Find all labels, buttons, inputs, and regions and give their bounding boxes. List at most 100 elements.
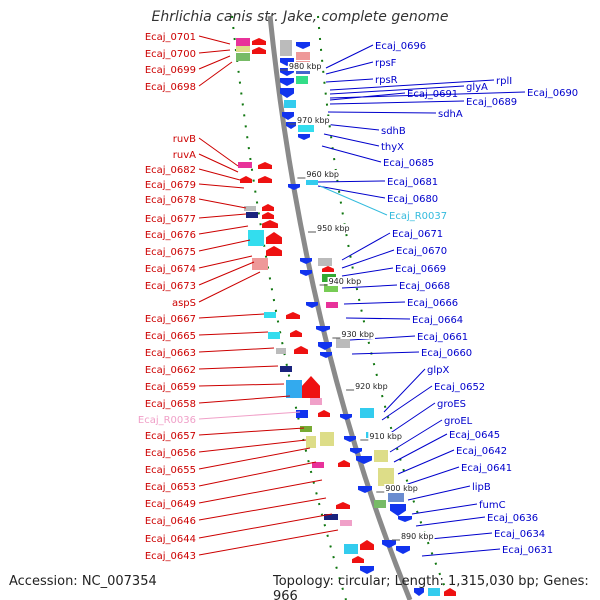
reverse-gene-arrow [286, 122, 296, 129]
forward-gene-arrow [252, 47, 266, 54]
right-label-connector [341, 284, 398, 289]
gene-block [280, 366, 292, 372]
kbp-tick-backdrop [368, 432, 403, 441]
right-label-connector [393, 433, 448, 463]
gene-label-ecaj-0657: Ecaj_0657 [145, 431, 196, 442]
right-label-connector [323, 123, 380, 131]
left-label-connector [198, 497, 327, 521]
left-label-connector [198, 313, 265, 319]
gene-label-thyx: thyX [381, 142, 404, 153]
kbp-tick-backdrop [316, 224, 351, 233]
gene-label-ecaj-0678: Ecaj_0678 [145, 195, 196, 206]
gene-label-ecaj-0664: Ecaj_0664 [412, 315, 463, 326]
kbp-tick-label: 930 kbp [341, 330, 374, 339]
left-label-connector [198, 239, 251, 252]
left-label-connector [198, 255, 253, 269]
tick-track [231, 15, 451, 600]
right-label-connector [349, 335, 416, 341]
forward-gene-arrow [252, 38, 266, 45]
gene-label-ecaj-0671: Ecaj_0671 [392, 229, 443, 240]
gene-block [324, 514, 338, 520]
forward-gene-arrow [294, 346, 308, 354]
left-label-connector [198, 61, 233, 87]
gene-block [246, 212, 258, 218]
gene-label-asps: aspS [172, 298, 196, 309]
right-label-connector [329, 100, 465, 105]
gene-block [236, 38, 250, 46]
forward-gene-arrow [262, 204, 274, 211]
right-label-connector [385, 402, 436, 437]
gene-label-ecaj-0700: Ecaj_0700 [145, 49, 196, 60]
forward-gene-arrow [444, 588, 456, 596]
forward-gene-arrow [258, 176, 272, 183]
topology-summary: Topology: circular; Length: 1,315,030 bp… [273, 574, 589, 600]
gene-label-ecaj-0652: Ecaj_0652 [434, 382, 485, 393]
right-label-connector [317, 185, 386, 199]
gene-label-ecaj-0690: Ecaj_0690 [527, 88, 578, 99]
gene-label-ecaj-0699: Ecaj_0699 [145, 65, 196, 76]
left-label-connector [198, 137, 239, 167]
right-label-connector [321, 145, 382, 163]
gene-label-ruva: ruvA [173, 150, 196, 161]
left-label-connector [198, 261, 255, 286]
reverse-gene-arrow [280, 78, 294, 86]
gene-block [374, 500, 386, 508]
gene-block [264, 312, 276, 318]
left-label-connector [198, 183, 245, 189]
outer-tick-track [317, 15, 451, 600]
gene-block [340, 520, 352, 526]
gene-label-lipb: lipB [472, 482, 491, 493]
left-label-connector [198, 168, 241, 181]
gene-label-rpsr: rpsR [375, 75, 398, 86]
gene-label-ecaj-0644: Ecaj_0644 [145, 534, 196, 545]
reverse-gene-arrow [382, 540, 396, 548]
right-label-connector [327, 111, 437, 114]
gene-label-ecaj-0689: Ecaj_0689 [466, 97, 517, 108]
forward-gene-arrow [266, 232, 282, 244]
reverse-gene-arrow [356, 456, 372, 464]
right-label-connector [325, 61, 374, 75]
left-label-connector [198, 447, 311, 470]
forward-gene-arrow [290, 330, 302, 337]
gene-label-ecaj-0636: Ecaj_0636 [487, 513, 538, 524]
forward-gene-arrow [262, 220, 278, 228]
gene-block [320, 432, 334, 446]
right-label-connector [325, 78, 374, 83]
reverse-gene-arrow [396, 546, 410, 554]
right-label-connector [415, 516, 486, 527]
forward-gene-arrow [336, 502, 350, 509]
gene-label-ecaj-0661: Ecaj_0661 [417, 332, 468, 343]
gene-label-ecaj-0685: Ecaj_0685 [383, 158, 434, 169]
gene-label-ecaj-0659: Ecaj_0659 [145, 382, 196, 393]
left-label-connector [198, 479, 323, 504]
gene-label-sdhb: sdhB [381, 126, 406, 137]
kbp-tick-label: 900 kbp [385, 484, 418, 493]
reverse-gene-arrow [358, 486, 372, 493]
forward-gene-arrow [360, 540, 374, 550]
left-label-connector [198, 439, 307, 453]
left-label-connector [198, 198, 247, 209]
right-label-connector [401, 466, 460, 487]
gene-label-fumc: fumC [479, 500, 506, 511]
gene-block [428, 588, 440, 596]
reverse-gene-arrow [360, 566, 374, 574]
right-label-connector [343, 301, 406, 305]
right-label-connector [407, 485, 471, 501]
reverse-gene-arrow [390, 504, 406, 516]
gene-label-groel: groEL [444, 416, 473, 427]
gene-block [280, 40, 292, 56]
left-label-connector [198, 225, 249, 235]
gene-block [268, 332, 280, 339]
gene-label-ecaj-0670: Ecaj_0670 [396, 246, 447, 257]
gene-block [252, 258, 268, 270]
gene-label-ecaj-0668: Ecaj_0668 [399, 281, 450, 292]
gene-block [284, 100, 296, 108]
gene-label-ecaj-0696: Ecaj_0696 [375, 41, 426, 52]
reverse-gene-arrow [300, 270, 312, 276]
left-label-connector [198, 513, 333, 539]
gene-block [300, 426, 312, 432]
gene-label-rpsf: rpsF [375, 58, 397, 69]
